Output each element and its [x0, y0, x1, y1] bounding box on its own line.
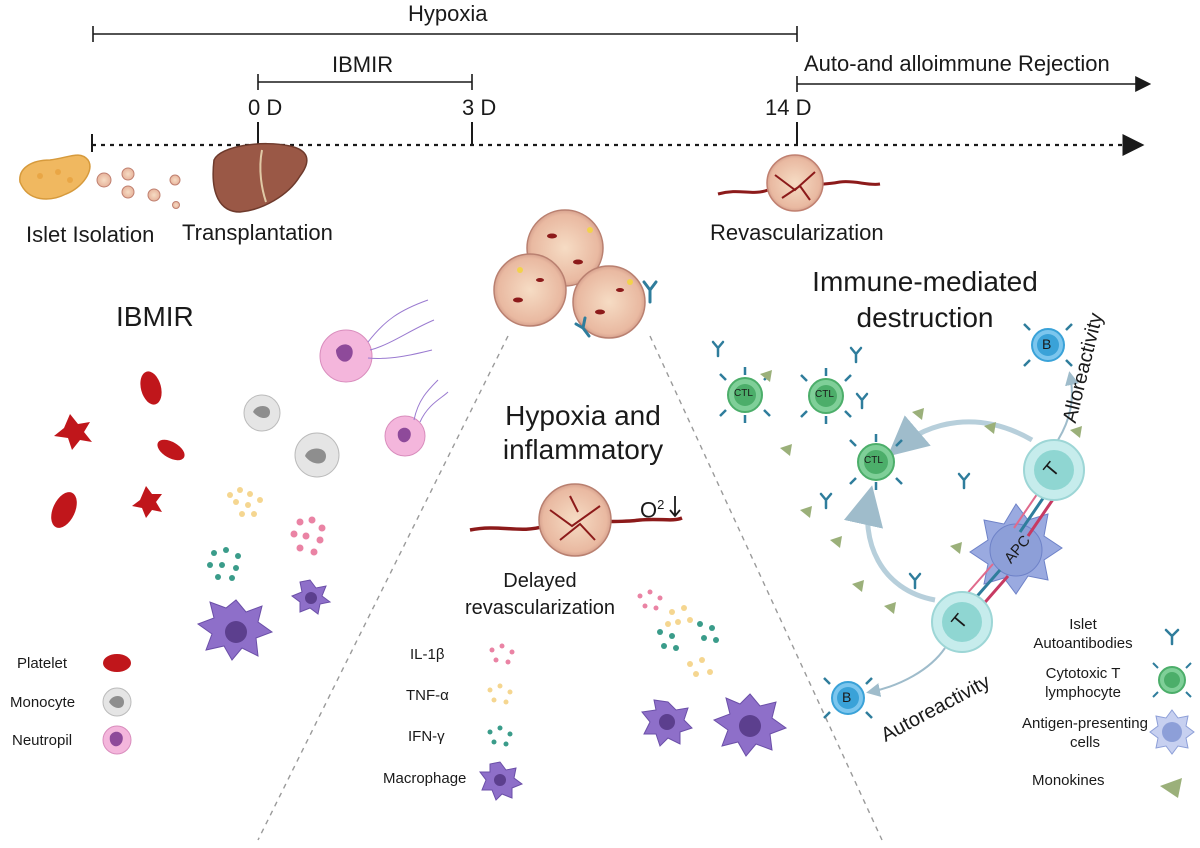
center-title-line1: Hypoxia and [505, 400, 661, 431]
macrophage-icon [196, 579, 332, 661]
alloreactivity-arrow [1057, 371, 1079, 441]
ibmir-panel-title: IBMIR [116, 301, 194, 332]
legend-autoantibodies-line1: Islet [1069, 616, 1097, 633]
b-cell-bottom-label: B [842, 689, 852, 705]
free-antibody-icons [711, 340, 971, 590]
islet-cluster [493, 209, 646, 339]
legend-ctl-line2: lymphocyte [1045, 684, 1121, 701]
legend-monocyte-icon [102, 687, 132, 717]
legend-ifn-label: IFN-γ [408, 728, 445, 745]
b-cell-top-label: B [1042, 336, 1052, 352]
monocyte-icon [243, 394, 340, 478]
rejection-label: Auto-and alloimmune Rejection [804, 51, 1110, 76]
b-cell-bottom-icon [823, 677, 873, 719]
revascularization-label: Revascularization [710, 220, 884, 245]
timeline [91, 26, 1152, 156]
legend-autoantibodies-line2: Autoantibodies [1033, 635, 1133, 652]
isolated-islets-icon [96, 167, 181, 209]
t-cell-top-icon [1023, 439, 1085, 501]
center-macrophage-icon [641, 693, 788, 757]
legend-macrophage-icon [479, 761, 524, 801]
ibmir-timeline-label: IBMIR [332, 52, 394, 77]
legend-tnf-label: TNF-α [406, 687, 449, 704]
ctl-label-3: CTL [864, 455, 883, 466]
legend-il1b-icon [489, 643, 515, 665]
legend-antibody-icon [1164, 628, 1180, 646]
legend-neutrophil-icon [102, 725, 132, 755]
legend-apc-line1: Antigen-presenting [1022, 715, 1148, 732]
legend-monokines-label: Monokines [1032, 772, 1105, 789]
apc-cell-icon [969, 503, 1063, 595]
neutrophil-net-icon [319, 299, 449, 457]
ctl-label-1: CTL [734, 388, 753, 399]
tick-label-0d: 0 D [248, 95, 283, 120]
legend-monokine-icon [1160, 778, 1182, 798]
tick-label-3d: 3 D [462, 95, 497, 120]
cycle-arrow-left [843, 485, 936, 603]
center-cytokine-icons [637, 589, 719, 677]
b-cell-top-icon [1023, 323, 1073, 367]
focus-line-left [257, 335, 509, 841]
ifn-dots-icon [207, 547, 241, 581]
tnf-dots-icon [227, 487, 263, 517]
legend-ctl-line1: Cytotoxic T [1045, 665, 1121, 682]
tick-label-14d: 14 D [765, 95, 812, 120]
antibody-icon [574, 280, 658, 338]
revascularized-islet-icon [717, 154, 881, 212]
cycle-arrow-top [887, 415, 1034, 457]
delayed-revascularization-islet-icon [469, 483, 683, 557]
legend-il1b-label: IL-1β [410, 646, 445, 663]
pancreas-icon [19, 154, 91, 200]
ctl-label-2: CTL [815, 389, 834, 400]
monokine-icons [760, 370, 1082, 614]
transplantation-label: Transplantation [182, 220, 333, 245]
center-title-line2: inflammatory [502, 434, 664, 465]
il1b-dots-icon [290, 516, 326, 556]
hypoxia-label: Hypoxia [408, 1, 488, 26]
focus-line-right [649, 335, 883, 841]
legend-platelet-icon [103, 654, 131, 672]
activated-platelet-icon [54, 414, 162, 518]
platelet-icon [51, 371, 185, 528]
oxygen-label: O2 [640, 497, 665, 523]
legend-neutrophil-label: Neutropil [12, 732, 73, 749]
delayed-caption-line1: Delayed [503, 570, 577, 592]
legend-tnf-icon [487, 683, 513, 705]
legend-ctl-icon [1152, 662, 1192, 698]
legend-platelet-label: Platelet [17, 655, 68, 672]
immune-title-line2: destruction [856, 302, 994, 333]
t-cell-bottom-icon [931, 591, 993, 653]
legend-apc-line2: cells [1069, 734, 1100, 751]
delayed-caption-line2: revascularization [464, 597, 616, 619]
autoreactivity-arrow [866, 647, 946, 697]
immune-title-line1: Immune-mediated [812, 266, 1038, 297]
legend-apc-icon [1149, 709, 1195, 755]
oxygen-down-arrow-icon [669, 496, 681, 518]
legend-ifn-icon [487, 725, 513, 747]
legend-monocyte-label: Monocyte [10, 694, 76, 711]
ctl-cell-icon [719, 367, 903, 490]
liver-icon [212, 142, 308, 213]
legend-macrophage-label: Macrophage [383, 770, 467, 787]
islet-isolation-label: Islet Isolation [26, 222, 155, 247]
